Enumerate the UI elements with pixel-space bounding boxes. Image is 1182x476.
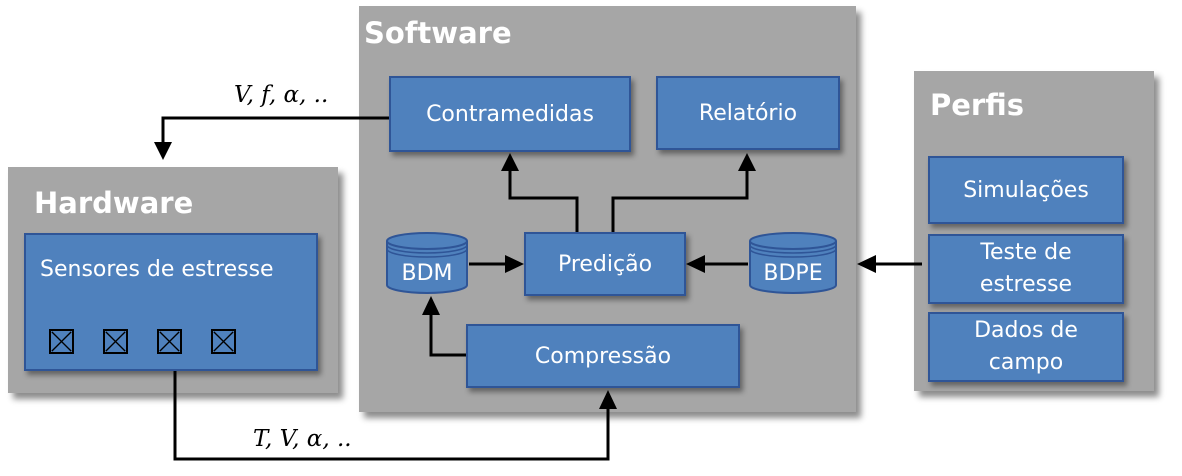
sensor-icon: [103, 329, 128, 354]
contramedidas-label: Contramedidas: [426, 101, 594, 127]
arrowhead: [505, 255, 524, 273]
bdm-database: BDM: [385, 231, 469, 295]
dados-campo-line1: Dados de: [974, 318, 1078, 344]
compressao-box: Compressão: [466, 324, 740, 388]
bdpe-label: BDPE: [763, 261, 823, 286]
bdpe-database: BDPE: [748, 231, 838, 295]
software-title: Software: [364, 16, 512, 50]
sensores-label: Sensores de estresse: [40, 257, 274, 282]
edge-label-bottom: T, V, α, ..: [253, 426, 352, 452]
arrowhead: [738, 153, 756, 171]
predicao-box: Predição: [524, 232, 686, 296]
arrowhead: [154, 142, 172, 160]
predicao-label: Predição: [557, 251, 653, 277]
bdm-label: BDM: [401, 261, 453, 286]
simulacoes-box: Simulações: [928, 156, 1124, 224]
compressao-label: Compressão: [534, 343, 672, 369]
sensor-icon: [211, 329, 236, 354]
bdm-database-icon: [386, 232, 468, 294]
arrow-hardware-compressao: [173, 371, 610, 461]
bdpe-database-icon: [749, 232, 837, 294]
perfis-title: Perfis: [930, 88, 1024, 122]
arrowhead: [857, 255, 876, 273]
sensor-icon: [157, 329, 182, 354]
arrowhead: [422, 296, 440, 315]
arrow-predicao-contramedidas: [508, 168, 579, 232]
contramedidas-box: Contramedidas: [389, 76, 631, 152]
teste-estresse-line2: estresse: [979, 272, 1073, 297]
relatorio-box: Relatório: [656, 76, 840, 150]
teste-estresse-box: Teste de estresse: [928, 234, 1124, 304]
arrowhead: [686, 255, 705, 273]
edge-label-top: V, f, α, ..: [234, 82, 329, 108]
dados-campo-box: Dados de campo: [928, 312, 1124, 382]
dados-campo-line2: campo: [988, 350, 1064, 375]
arrowhead: [599, 390, 617, 409]
simulacoes-label: Simulações: [963, 177, 1089, 203]
teste-estresse-line1: Teste de: [980, 240, 1072, 266]
relatorio-label: Relatório: [698, 100, 798, 126]
hardware-title: Hardware: [34, 186, 194, 220]
arrow-predicao-relatorio: [611, 168, 749, 232]
arrow-contramedidas-hardware: [161, 116, 389, 145]
arrowhead: [501, 153, 519, 171]
arrow-compressao-bdm: [429, 312, 466, 357]
sensor-icon: [49, 329, 74, 354]
